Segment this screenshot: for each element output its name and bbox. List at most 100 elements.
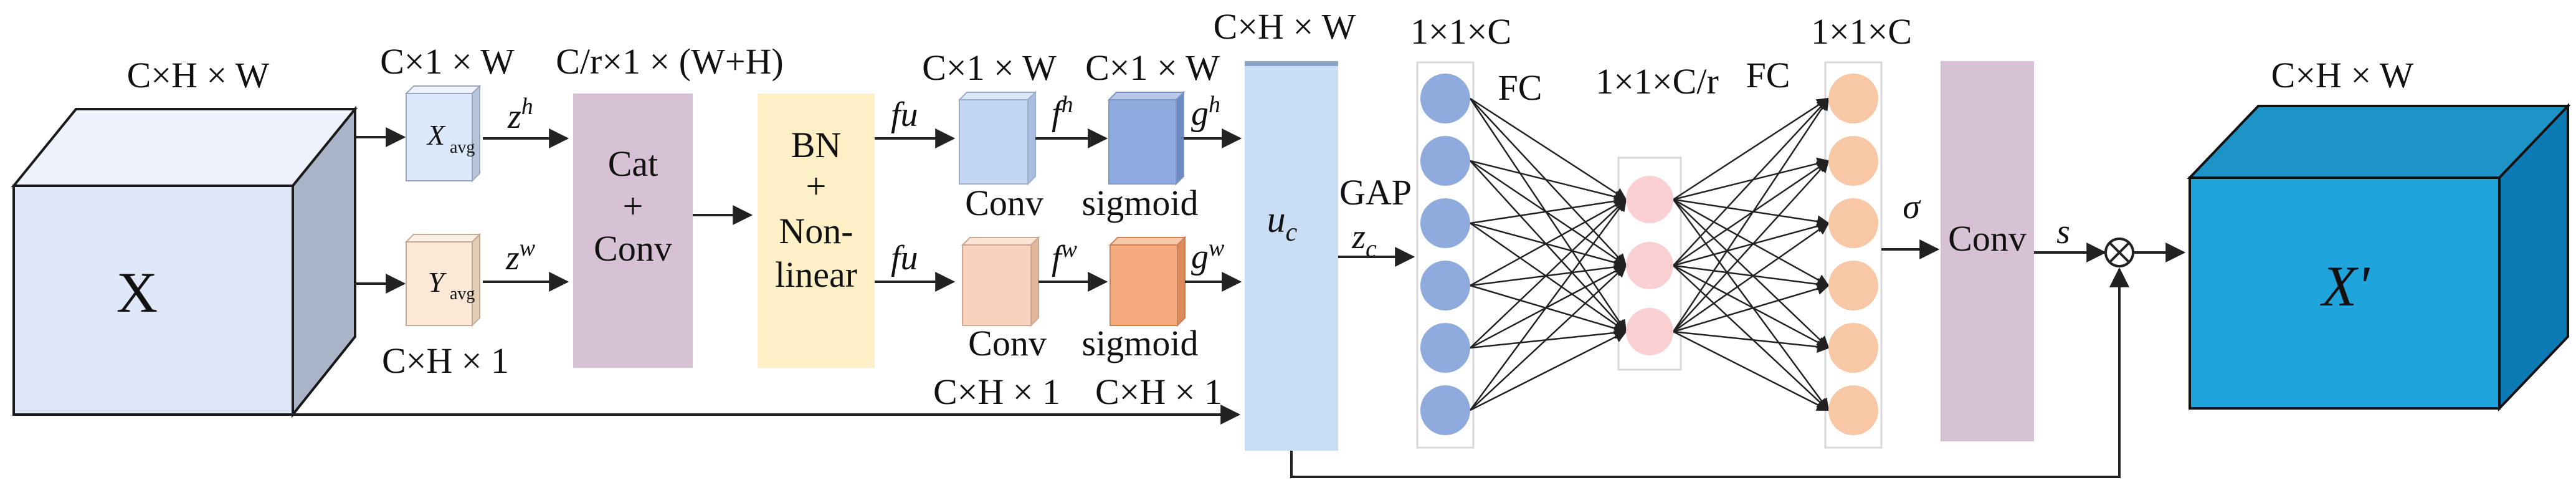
fc2-node (1626, 176, 1673, 223)
fu-bottom-label: fu (891, 239, 918, 277)
fc-edge-1-2 (1470, 160, 1627, 203)
f-w-label: fw (1052, 236, 1078, 277)
fc-edge-2-3 (1673, 199, 1830, 349)
x-avg-symbol: X (426, 119, 446, 151)
cat-plus: + (623, 186, 644, 226)
fc3-dims-label: 1×1×C (1811, 11, 1912, 52)
uc-box (1245, 61, 1338, 451)
fc3-node (1828, 261, 1878, 310)
sigmoid-h-box (1107, 90, 1186, 186)
fc1-label: FC (1498, 67, 1542, 108)
input-cube-front (12, 185, 294, 416)
fc-edge-2-3 (1673, 330, 1830, 353)
x-avg-subscript: avg (450, 138, 475, 157)
fc-edge-2-3 (1673, 222, 1830, 333)
uc-dims-label: C×H × W (1214, 6, 1356, 47)
fc-edge-1-2 (1470, 264, 1627, 411)
g-h-label: gh (1191, 92, 1220, 133)
sigmoid-h-label: sigmoid (1082, 183, 1199, 223)
fc1-node (1420, 385, 1470, 435)
output-symbol: X' (2319, 254, 2370, 318)
fc-edge-1-2 (1470, 198, 1627, 348)
residual-line (1290, 267, 2129, 478)
sigma-label: σ (1903, 188, 1921, 226)
y-avg-box: Y avg (404, 233, 482, 327)
output-cube: X' (2187, 103, 2571, 411)
f-h-label: fh (1052, 92, 1073, 133)
output-dims-label: C×H × W (2271, 55, 2414, 95)
fc-edge-1-2 (1470, 222, 1627, 269)
final-conv-label: Conv (1948, 218, 2027, 259)
sigmoid-w-box (1108, 236, 1187, 327)
fc1-node (1420, 74, 1470, 123)
cat-conv-box (573, 94, 693, 368)
fc-edge-2-3 (1672, 97, 1830, 332)
fc1-node (1420, 136, 1470, 186)
y-avg-symbol: Y (428, 266, 447, 298)
input-cube: X (11, 105, 358, 418)
x-avg-box: X avg (404, 84, 482, 183)
fc-edge-1-2 (1470, 195, 1627, 224)
fc-edge-1-2 (1469, 98, 1627, 333)
fc1-frame (1416, 61, 1475, 449)
fc3-node (1828, 198, 1878, 248)
fc-edge-1-2 (1470, 261, 1627, 287)
conv-w-box (961, 236, 1040, 327)
conv-h-box (958, 90, 1037, 186)
fu-top-label: fu (891, 95, 918, 134)
fc-edge-1-2 (1470, 284, 1627, 335)
fc2-node (1626, 308, 1673, 355)
fc-edge-1-2 (1470, 330, 1627, 411)
bn-line4: linear (775, 254, 857, 295)
fc1-dims-label: 1×1×C (1410, 11, 1511, 52)
fc-nodes (1420, 74, 1878, 435)
bn-line1: BN (791, 125, 842, 165)
fc-edge-1-2 (1470, 264, 1627, 349)
uc-box-top-edge (1245, 61, 1338, 66)
x-avg-dims-label: C×1 × W (380, 41, 515, 82)
cat-label: Cat (608, 143, 658, 184)
sigmoid-w-label: sigmoid (1082, 323, 1199, 363)
fc3-frame (1824, 61, 1883, 449)
fc-connections (1469, 97, 1830, 411)
fc-edge-1-2 (1470, 160, 1627, 333)
fc2-dims-label: 1×1×C/r (1595, 61, 1719, 102)
fc-edge-2-3 (1673, 160, 1830, 267)
branch-h-sig-dims: C×1 × W (1085, 47, 1220, 88)
fc-edge-1-2 (1469, 198, 1627, 411)
z-w-label: zw (505, 235, 536, 277)
y-avg-subscript: avg (450, 284, 475, 304)
g-w-label: gw (1191, 235, 1225, 276)
y-avg-dims-label: C×H × 1 (382, 340, 509, 381)
fc-edge-1-2 (1470, 198, 1627, 287)
fc-edge-1-2 (1470, 98, 1627, 267)
uc-symbol: uc (1267, 199, 1298, 247)
fc1-node (1420, 198, 1470, 248)
s-label: s (2056, 213, 2070, 251)
fc-edge-2-3 (1673, 265, 1830, 411)
bn-line3: Non- (779, 211, 853, 251)
final-conv-box (1941, 61, 2034, 441)
bn-line2: + (806, 166, 827, 206)
z-h-label: zh (507, 94, 533, 136)
fc-edge-2-3 (1673, 264, 1830, 291)
fc2-label: FC (1746, 55, 1790, 95)
fc3-node (1828, 136, 1878, 186)
fc1-node (1420, 323, 1470, 373)
fc1-node (1420, 261, 1470, 310)
fc2-node (1626, 242, 1673, 289)
fc-edge-2-3 (1673, 264, 1830, 349)
gap-z-label: zc (1351, 218, 1377, 262)
input-dims-label: C×H × W (127, 55, 270, 95)
fc-edge-2-3 (1673, 97, 1830, 266)
fc-edge-1-2 (1470, 160, 1627, 267)
fc-edge-2-3 (1672, 199, 1830, 411)
fc3-node (1828, 74, 1878, 123)
cat-conv-dims-label: C/r×1 × (W+H) (556, 41, 784, 82)
fc-edge-2-3 (1673, 97, 1830, 201)
fc-edge-1-2 (1470, 222, 1627, 333)
skip-label-left: C×H × 1 (933, 372, 1060, 412)
fc-edge-1-2 (1470, 326, 1627, 349)
bn-box (758, 94, 875, 368)
